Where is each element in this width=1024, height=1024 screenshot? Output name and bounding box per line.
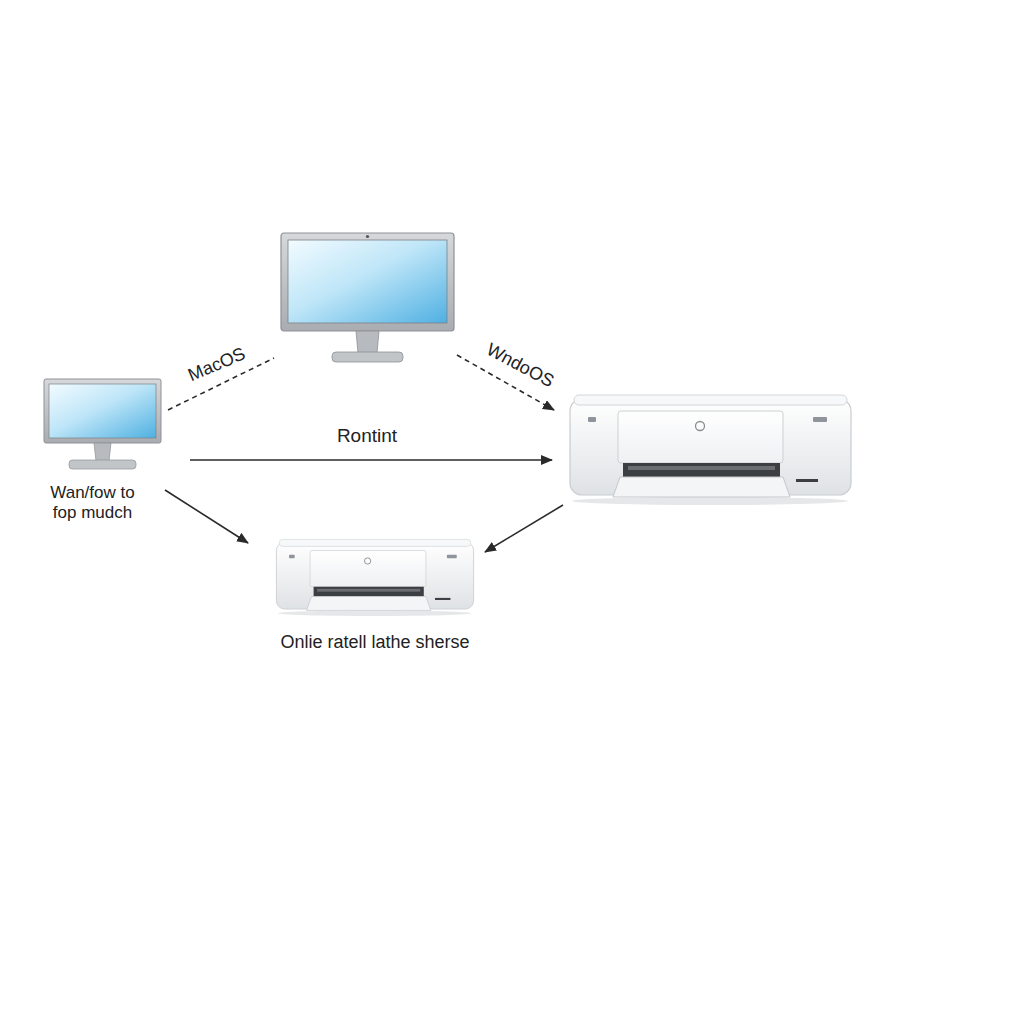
device-node: Wan/fow to fop mudch [40,378,165,524]
arrow-connector [165,490,248,543]
connector-label: MacOS [183,343,252,387]
device-caption: Onlie ratell lathe sherse [265,632,485,654]
device-caption: Wan/fow to fop mudch [40,483,145,524]
arrow-connector [190,459,552,461]
connector-label: WndoOS [480,339,559,394]
device-node [280,232,455,365]
device-node [568,393,853,505]
device-illustration [568,393,853,505]
device-node: Onlie ratell lathe sherse [265,538,485,654]
device-illustration [265,538,485,616]
connector-label: Rontint [334,426,400,447]
device-illustration [280,232,455,365]
device-illustration [40,378,165,473]
arrow-connector [485,505,563,552]
